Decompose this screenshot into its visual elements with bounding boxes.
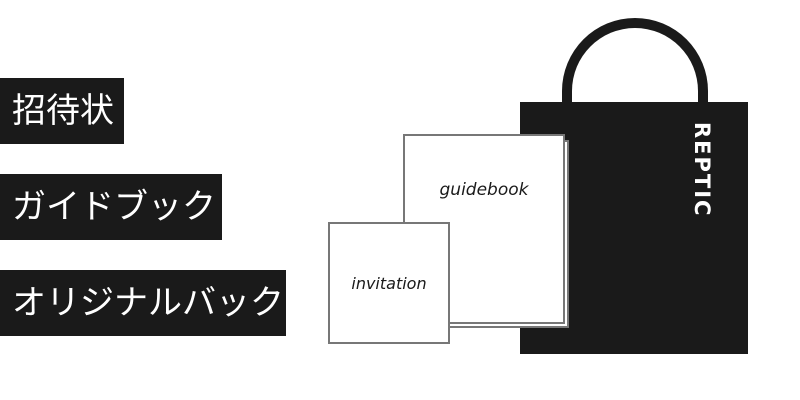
invitation-title: invitation	[351, 274, 427, 293]
invitation-card: invitation	[328, 222, 450, 344]
bag-brand-text: REPTIC	[690, 122, 714, 218]
label-original-bag-jp: オリジナルバック	[0, 270, 286, 336]
label-guidebook-jp: ガイドブック	[0, 174, 222, 240]
guidebook-title: guidebook	[439, 180, 529, 200]
label-invitation-jp: 招待状	[0, 78, 124, 144]
